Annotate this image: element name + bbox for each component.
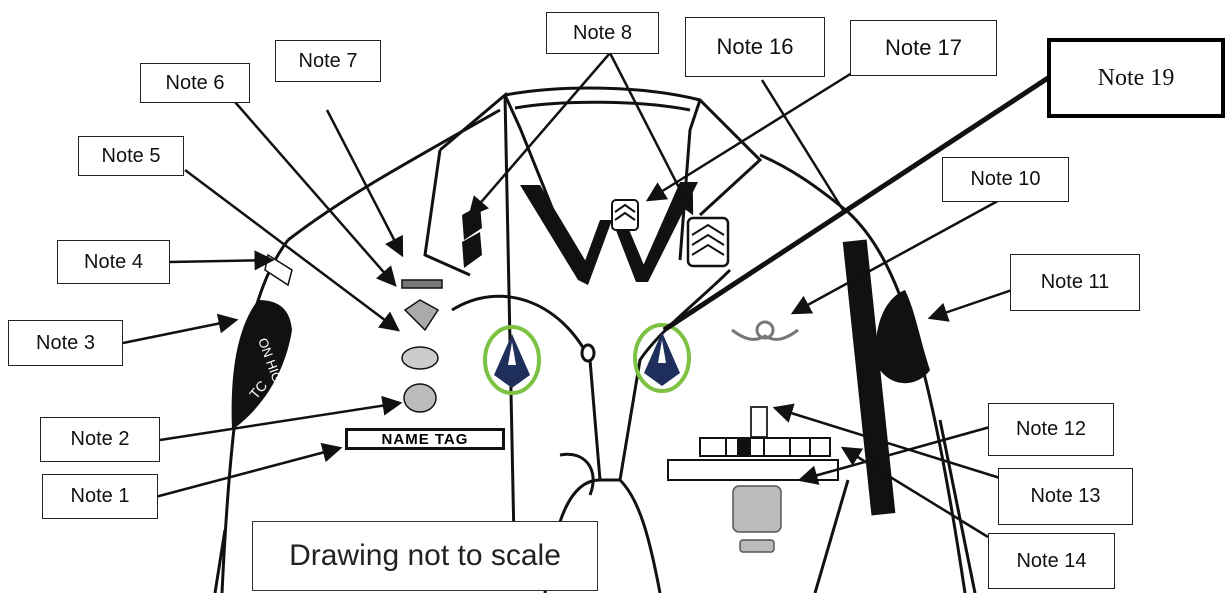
lapel-badge-left — [483, 325, 541, 395]
note-14-label: Note 14 — [988, 533, 1115, 589]
note-6-label: Note 6 — [140, 63, 250, 103]
note-2-label: Note 2 — [40, 417, 160, 462]
note-4-label: Note 4 — [57, 240, 170, 284]
right-sleeve-patch — [876, 290, 930, 384]
jacket-button — [580, 343, 596, 363]
note-19-leader — [662, 75, 1050, 333]
name-tag: NAME TAG — [345, 428, 505, 450]
ribbon-rack — [699, 437, 831, 457]
note-11-label: Note 11 — [1010, 254, 1140, 311]
lapel-badge-right — [633, 323, 691, 393]
lower-badge — [732, 485, 782, 553]
note-19-label: Note 19 — [1047, 38, 1225, 118]
drawing-caption: Drawing not to scale — [252, 521, 598, 591]
collar-v-stripes — [520, 182, 698, 285]
rank-insignia-right — [686, 216, 730, 268]
shoulder-epaulet — [842, 239, 896, 516]
note-3-label: Note 3 — [8, 320, 123, 366]
rank-insignia-center — [611, 199, 639, 231]
leader-lines — [122, 52, 1013, 539]
note-17-label: Note 17 — [850, 20, 997, 76]
small-badge — [750, 406, 768, 438]
note-7-label: Note 7 — [275, 40, 381, 82]
note-10-label: Note 10 — [942, 157, 1069, 202]
note-8-label: Note 8 — [546, 12, 659, 54]
note-5-label: Note 5 — [78, 136, 184, 176]
left-chest-badges — [401, 279, 443, 413]
note-13-label: Note 13 — [998, 468, 1133, 525]
aviation-wings — [731, 320, 799, 341]
note-16-label: Note 16 — [685, 17, 825, 77]
note-1-label: Note 1 — [42, 474, 158, 519]
note-12-label: Note 12 — [988, 403, 1114, 456]
left-sleeve-patch: TC ON HIGH — [231, 300, 292, 430]
